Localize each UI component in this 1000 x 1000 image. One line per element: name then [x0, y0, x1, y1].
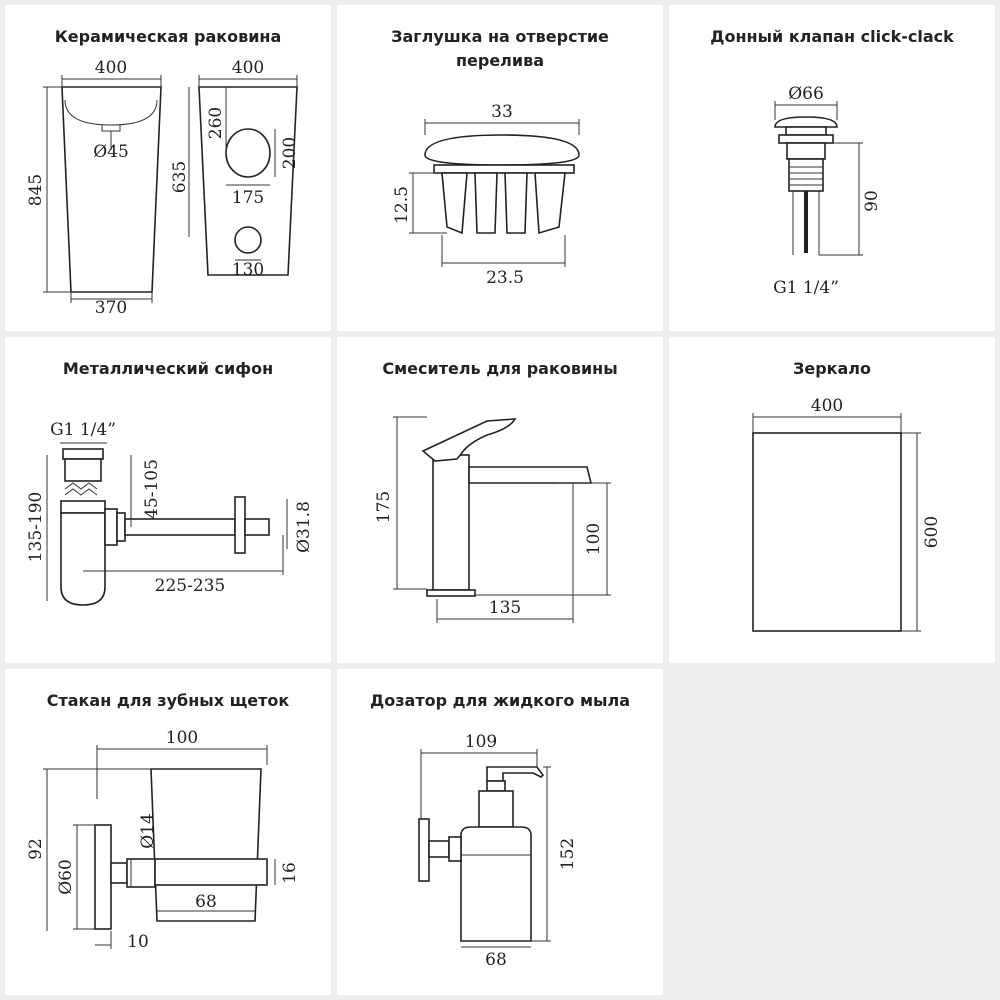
panel-title: Металлический сифон — [62, 359, 274, 378]
dim-200: 200 — [280, 137, 300, 169]
panel-valve: Донный клапан click-clack Ø66 90 G1 1/4” — [669, 5, 995, 331]
panel-title: Зеркало — [792, 359, 872, 378]
panel-mixer: Смеситель для раковины 175 100 135 — [337, 337, 663, 663]
dim-spout-height: 100 — [584, 523, 604, 555]
panel-glass: Стакан для зубных щеток 100 92 Ø60 Ø14 1… — [5, 669, 331, 995]
dim-ring-height: 16 — [280, 862, 300, 884]
mirror-outline — [752, 432, 902, 632]
panel-title: Смеситель для раковины — [382, 359, 618, 378]
panel-title: Заглушка на отверстие перелива — [337, 25, 663, 73]
panel-title: Донный клапан click-clack — [710, 27, 954, 46]
dim-cup-width: 68 — [195, 892, 217, 912]
dim-bottom: 23.5 — [486, 268, 524, 288]
dim-length: 225-235 — [155, 576, 226, 596]
dim-rod-diameter: Ø14 — [138, 813, 158, 849]
panel-title-line1: Заглушка на отверстие — [391, 27, 609, 46]
dim-260: 260 — [206, 107, 226, 139]
panel-title-line2: перелива — [455, 51, 545, 70]
panel-sink: Керамическая раковина 400 Ø45 845 370 40… — [5, 5, 331, 331]
overflow-cap-drawing: 33 12.5 23.5 — [392, 102, 580, 288]
dim-width: 100 — [166, 728, 198, 748]
mixer-drawing: 175 100 135 — [374, 416, 611, 623]
panel-title: Дозатор для жидкого мыла — [370, 691, 630, 710]
dim-130: 130 — [232, 260, 264, 280]
dim-height: 845 — [26, 174, 46, 206]
dim-height: 175 — [374, 491, 394, 523]
dim-top-width: 400 — [95, 58, 127, 78]
dim-top: 33 — [491, 102, 513, 122]
panel-title: Керамическая раковина — [54, 27, 282, 46]
dim-width: 109 — [465, 732, 497, 752]
dim-plate-width: 10 — [127, 932, 149, 952]
panel-overflow-cap: Заглушка на отверстие перелива 33 12.5 2… — [337, 5, 663, 331]
dim-width: 400 — [811, 396, 843, 416]
dim-bottom-width: 68 — [485, 950, 507, 970]
valve-drawing: Ø66 90 G1 1/4” — [773, 84, 882, 298]
dim-thread: G1 1/4” — [50, 420, 116, 440]
valve-thread — [789, 166, 823, 186]
panel-dispenser: Дозатор для жидкого мыла 109 152 68 — [337, 669, 663, 995]
sink-drawing: 400 Ø45 845 370 400 635 260 200 175 130 — [26, 58, 300, 318]
dim-height-range: 135-190 — [26, 492, 46, 563]
dim-thread: G1 1/4” — [773, 278, 839, 298]
dim-height: 90 — [862, 190, 882, 212]
dim-635: 635 — [170, 161, 190, 193]
panel-mirror: Зеркало 400 600 — [669, 337, 995, 663]
dim-reach: 135 — [489, 598, 521, 618]
dim-outlet-height: 45-105 — [142, 459, 162, 519]
dim-pipe-diameter: Ø31.8 — [294, 501, 314, 553]
dim-diameter: Ø66 — [788, 84, 824, 104]
dim-height: 600 — [922, 516, 942, 548]
dim-base-diameter: Ø60 — [56, 859, 76, 895]
panel-title: Стакан для зубных щеток — [46, 691, 290, 710]
dim-height: 92 — [26, 838, 46, 860]
dim-side-width: 400 — [232, 58, 264, 78]
glass-drawing: 100 92 Ø60 Ø14 16 68 10 — [26, 728, 300, 952]
dispenser-drawing: 109 152 68 — [418, 732, 578, 970]
mirror-drawing: 400 600 — [752, 396, 942, 632]
dim-hole: Ø45 — [93, 142, 129, 162]
dim-bottom-width: 370 — [95, 298, 127, 318]
dim-height: 152 — [558, 838, 578, 870]
dim-175: 175 — [232, 188, 264, 208]
siphon-drawing: G1 1/4” 135-190 45-105 225-235 Ø31.8 — [26, 420, 314, 606]
panel-empty — [669, 669, 995, 995]
panel-siphon: Металлический сифон G1 1/4” 135-190 45-1… — [5, 337, 331, 663]
dim-height: 12.5 — [392, 186, 412, 224]
